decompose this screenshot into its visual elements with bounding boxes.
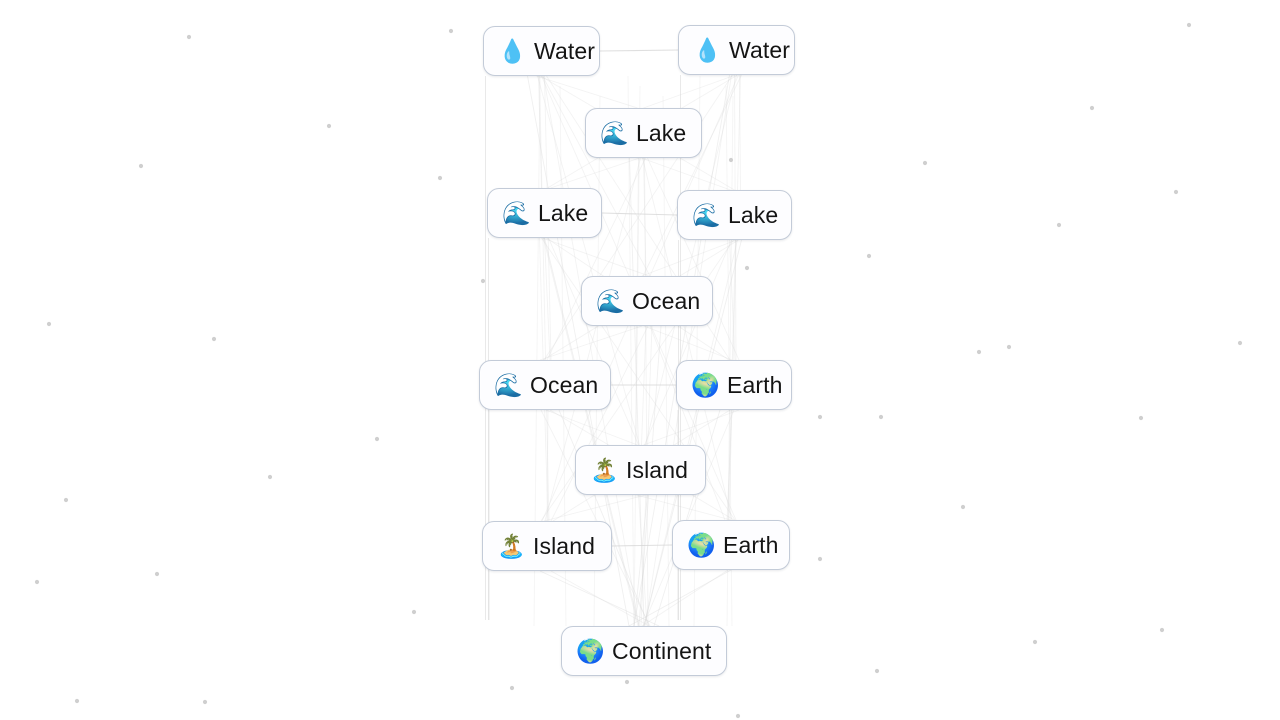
- wave-icon: 🌊: [596, 287, 625, 314]
- element-card-earth-1[interactable]: 🌍 Earth: [676, 360, 792, 410]
- island-icon: 🏝️: [590, 456, 619, 483]
- wave-icon: 🌊: [502, 199, 531, 226]
- element-card-label: Continent: [612, 637, 712, 664]
- element-card-label: Lake: [728, 201, 779, 228]
- element-card-lake-2[interactable]: 🌊 Lake: [487, 188, 602, 238]
- water-drop-icon: 💧: [498, 37, 527, 64]
- wave-icon: 🌊: [692, 201, 721, 228]
- element-card-ocean-1[interactable]: 🌊 Ocean: [581, 276, 713, 326]
- element-card-label: Ocean: [632, 287, 701, 314]
- element-card-label: Lake: [636, 119, 687, 146]
- wave-icon: 🌊: [494, 371, 523, 398]
- island-icon: 🏝️: [497, 532, 526, 559]
- element-card-label: Water: [729, 36, 790, 63]
- wave-icon: 🌊: [600, 119, 629, 146]
- element-card-ocean-2[interactable]: 🌊 Ocean: [479, 360, 611, 410]
- element-card-label: Water: [534, 37, 595, 64]
- element-card-water-2[interactable]: 💧 Water: [678, 25, 795, 75]
- element-card-earth-2[interactable]: 🌍 Earth: [672, 520, 790, 570]
- element-card-label: Lake: [538, 199, 589, 226]
- element-card-label: Island: [626, 456, 688, 483]
- earth-globe-icon: 🌍: [687, 531, 716, 558]
- water-drop-icon: 💧: [693, 36, 722, 63]
- element-card-label: Ocean: [530, 371, 599, 398]
- element-card-island-1[interactable]: 🏝️ Island: [575, 445, 706, 495]
- earth-globe-icon: 🌍: [576, 637, 605, 664]
- element-card-label: Island: [533, 532, 595, 559]
- element-card-lake-1[interactable]: 🌊 Lake: [585, 108, 702, 158]
- element-card-continent-1[interactable]: 🌍 Continent: [561, 626, 727, 676]
- element-card-label: Earth: [727, 371, 783, 398]
- earth-globe-icon: 🌍: [691, 371, 720, 398]
- element-card-lake-3[interactable]: 🌊 Lake: [677, 190, 792, 240]
- element-card-label: Earth: [723, 531, 779, 558]
- element-card-island-2[interactable]: 🏝️ Island: [482, 521, 612, 571]
- element-card-water-1[interactable]: 💧 Water: [483, 26, 600, 76]
